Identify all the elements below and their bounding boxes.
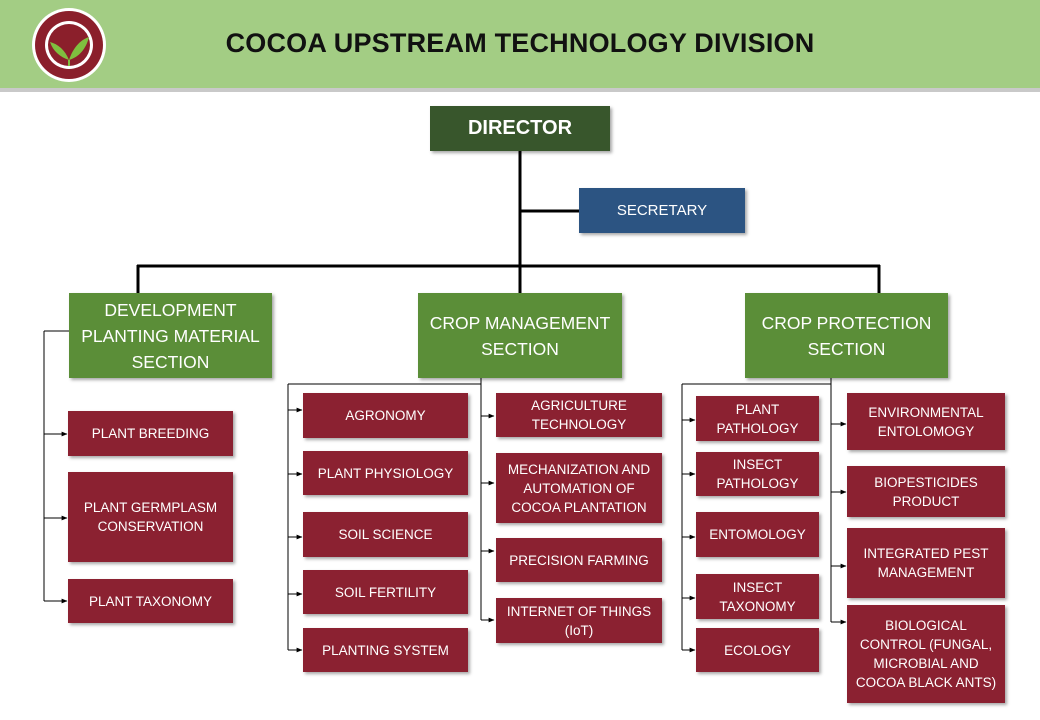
unit-box: PLANT GERMPLASM CONSERVATION: [68, 472, 233, 562]
page-title: COCOA UPSTREAM TECHNOLOGY DIVISION: [225, 28, 815, 58]
unit-label: MECHANIZATION AND AUTOMATION OF COCOA PL…: [507, 461, 651, 515]
unit-label: BIOLOGICAL CONTROL (FUNGAL, MICROBIAL AN…: [855, 618, 997, 690]
unit-box: INTEGRATED PEST MANAGEMENT: [847, 528, 1005, 598]
unit-box: PLANT BREEDING: [68, 411, 233, 456]
crop-protection-section-box: CROP PROTECTION SECTION: [745, 293, 948, 378]
unit-box: ENTOMOLOGY: [696, 512, 819, 557]
unit-label: AGRONOMY: [345, 408, 426, 423]
unit-box: PRECISION FARMING: [496, 538, 662, 582]
unit-box: BIOLOGICAL CONTROL (FUNGAL, MICROBIAL AN…: [847, 605, 1005, 703]
secretary-box: SECRETARY: [579, 188, 745, 233]
crop-protection-section-title: CROP PROTECTION SECTION: [761, 312, 932, 359]
unit-box: INTERNET OF THINGS (IoT): [496, 598, 662, 643]
unit-box: ECOLOGY: [696, 628, 819, 672]
unit-label: ENTOMOLOGY: [709, 527, 806, 542]
unit-label: PLANT GERMPLASM CONSERVATION: [83, 500, 218, 534]
unit-label: BIOPESTICIDES PRODUCT: [874, 474, 978, 509]
unit-box: PLANT PHYSIOLOGY: [303, 451, 468, 495]
director-label: DIRECTOR: [467, 117, 573, 139]
unit-box: INSECT PATHOLOGY: [696, 452, 819, 496]
unit-box: SOIL FERTILITY: [303, 570, 468, 614]
unit-box: BIOPESTICIDES PRODUCT: [847, 466, 1005, 517]
unit-label: ENVIRONMENTAL ENTOLOMOGY: [868, 404, 984, 439]
unit-box: INSECT TAXONOMY: [696, 574, 819, 619]
unit-label: AGRICULTURE TECHNOLOGY: [531, 398, 627, 432]
unit-label: PLANTING SYSTEM: [322, 642, 449, 658]
unit-label: INSECT PATHOLOGY: [716, 457, 799, 491]
unit-label: INSECT TAXONOMY: [719, 579, 796, 614]
crop-management-section-title: CROP MANAGEMENT SECTION: [429, 312, 611, 359]
development-section-box: DEVELOPMENT PLANTING MATERIAL SECTION: [69, 293, 272, 378]
unit-box: AGRICULTURE TECHNOLOGY: [496, 393, 662, 437]
unit-label: PLANT PATHOLOGY: [716, 401, 799, 436]
unit-label: INTEGRATED PEST MANAGEMENT: [863, 546, 989, 580]
unit-box: PLANT PATHOLOGY: [696, 396, 819, 441]
unit-box: ENVIRONMENTAL ENTOLOMOGY: [847, 393, 1005, 450]
unit-box: PLANT TAXONOMY: [68, 579, 233, 623]
unit-label: PRECISION FARMING: [509, 552, 649, 568]
unit-label: PLANT BREEDING: [91, 426, 210, 441]
unit-label: SOIL SCIENCE: [338, 527, 433, 542]
cocoa-board-logo: [32, 8, 106, 82]
crop-management-section-box: CROP MANAGEMENT SECTION: [418, 293, 622, 378]
unit-label: SOIL FERTILITY: [334, 584, 437, 600]
unit-label: INTERNET OF THINGS (IoT): [506, 603, 652, 638]
unit-label: PLANT TAXONOMY: [88, 593, 213, 609]
unit-box: PLANTING SYSTEM: [303, 628, 468, 672]
director-box: DIRECTOR: [430, 106, 610, 151]
development-section-title: DEVELOPMENT PLANTING MATERIAL SECTION: [81, 299, 260, 372]
unit-label: PLANT PHYSIOLOGY: [317, 465, 454, 481]
unit-box: SOIL SCIENCE: [303, 512, 468, 557]
secretary-label: SECRETARY: [616, 202, 708, 219]
unit-label: ECOLOGY: [724, 642, 791, 658]
header-banner: COCOA UPSTREAM TECHNOLOGY DIVISION: [0, 0, 1040, 92]
unit-box: MECHANIZATION AND AUTOMATION OF COCOA PL…: [496, 453, 662, 523]
unit-box: AGRONOMY: [303, 393, 468, 438]
